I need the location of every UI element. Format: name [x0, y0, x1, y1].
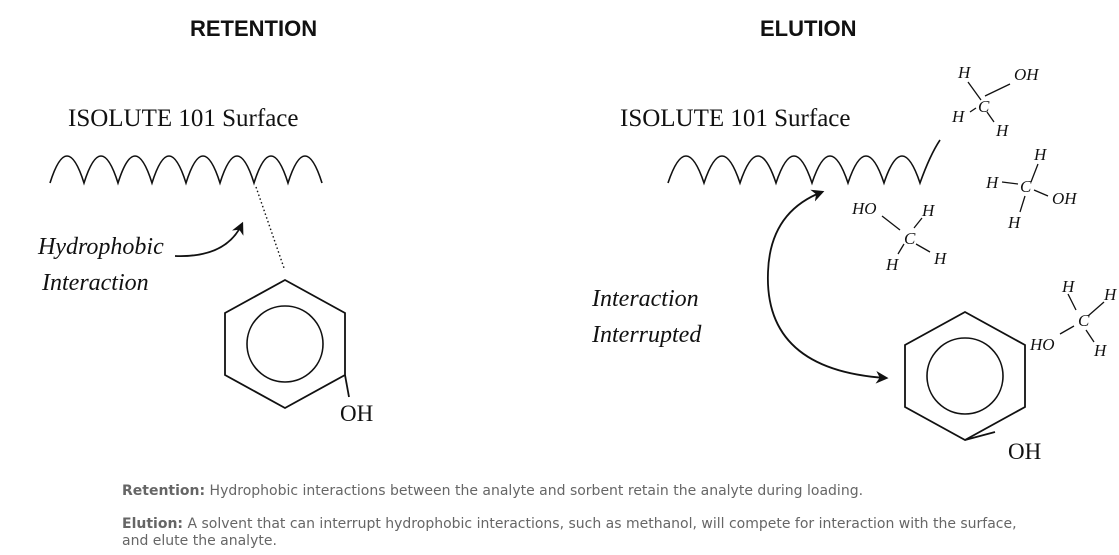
elution-heading: ELUTION [760, 16, 857, 41]
interrupted-label-line1: Interaction [591, 286, 699, 312]
hydrophobic-arrow [174, 221, 244, 257]
svg-text:H: H [951, 107, 966, 126]
elution-oh-bond [964, 431, 996, 441]
retention-caption: Retention: Hydrophobic interactions betw… [122, 483, 1042, 500]
svg-text:H: H [1061, 277, 1076, 296]
hydrophobic-label-line1: Hydrophobic [37, 234, 164, 260]
svg-text:H: H [1033, 145, 1048, 164]
svg-text:HO: HO [851, 199, 877, 218]
retention-heading: RETENTION [190, 16, 317, 41]
elution-oh-group: OH [1008, 439, 1041, 464]
methanol-molecule-2: H H C OH H [985, 145, 1078, 232]
svg-text:H: H [921, 201, 936, 220]
retention-caption-term: Retention: [122, 483, 206, 499]
svg-text:C: C [904, 229, 916, 248]
interrupted-arrow-down [767, 271, 889, 384]
elution-caption: Elution: A solvent that can interrupt hy… [122, 516, 1042, 550]
svg-text:HO: HO [1029, 335, 1055, 354]
elution-benzene-inner-circle [926, 337, 1004, 415]
svg-text:H: H [985, 173, 1000, 192]
retention-oh-bond [344, 374, 350, 398]
retention-benzene-ring [224, 278, 346, 410]
interrupted-arrow-up [767, 189, 825, 273]
svg-text:H: H [995, 121, 1010, 140]
retention-benzene-inner-circle [246, 305, 324, 383]
retention-oh-group: OH [340, 401, 373, 426]
elution-surface-label: ISOLUTE 101 Surface [620, 105, 851, 132]
elution-surface-wave [667, 139, 941, 186]
retention-caption-text: Hydrophobic interactions between the ana… [205, 483, 864, 499]
hydrophobic-label-line2: Interaction [41, 270, 149, 296]
methanol-molecule-3: HO H C H H [851, 199, 948, 274]
elution-benzene-ring [904, 310, 1026, 442]
svg-text:H: H [1093, 341, 1108, 360]
svg-text:C: C [1020, 177, 1032, 196]
interrupted-label-line2: Interrupted [591, 322, 702, 348]
methanol-molecule-4: H C H HO H [1029, 277, 1118, 360]
elution-caption-text: A solvent that can interrupt hydrophobic… [122, 516, 1017, 549]
svg-text:H: H [1007, 213, 1022, 232]
svg-text:C: C [1078, 311, 1090, 330]
svg-text:H: H [885, 255, 900, 274]
elution-caption-term: Elution: [122, 516, 184, 532]
diagram-canvas: RETENTION ELUTION ISOLUTE 101 Surface Hy… [37, 16, 1118, 464]
hydrophobic-interaction-dotted-line [255, 186, 285, 269]
retention-surface-wave [49, 155, 323, 186]
svg-text:OH: OH [1014, 65, 1040, 84]
methanol-molecule-1: H OH C H H [951, 63, 1040, 140]
retention-surface-label: ISOLUTE 101 Surface [68, 105, 299, 132]
svg-text:H: H [933, 249, 948, 268]
svg-text:OH: OH [1052, 189, 1078, 208]
svg-text:H: H [957, 63, 972, 82]
svg-text:C: C [978, 97, 990, 116]
svg-text:H: H [1103, 285, 1118, 304]
